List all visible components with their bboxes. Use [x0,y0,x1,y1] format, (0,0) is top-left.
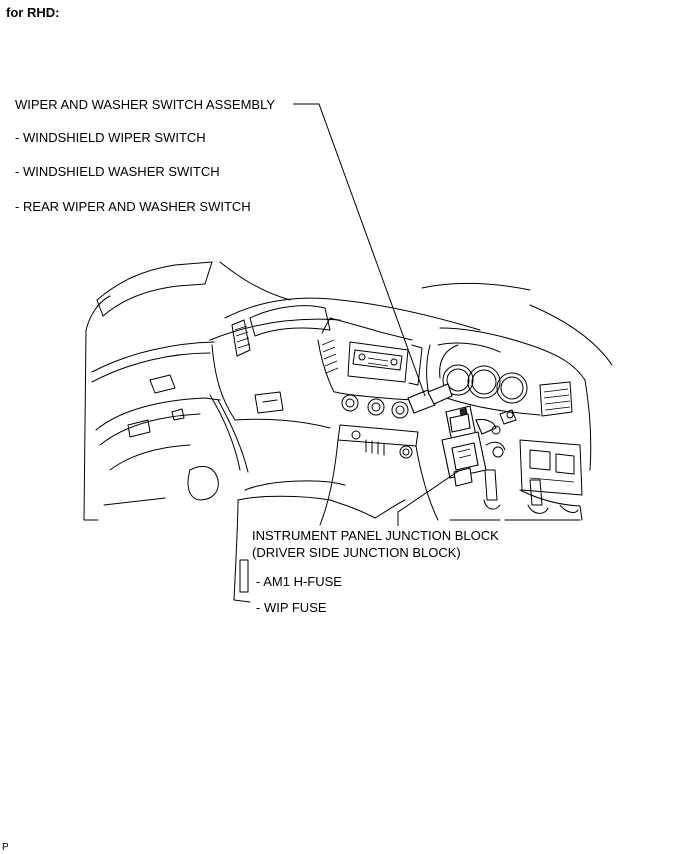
instrument-panel-junction-block [441,409,517,487]
junction-block-leader-line [397,469,461,526]
instrument-panel-junction-block-label: INSTRUMENT PANEL JUNCTION BLOCK [252,528,499,543]
lower-console [233,480,406,603]
am1-h-fuse-label: - AM1 H-FUSE [256,574,342,589]
wiper-switch-leader-line [293,103,426,397]
wiper-washer-switch-assembly-label: WIPER AND WASHER SWITCH ASSEMBLY [15,97,276,112]
driver-side-junction-block-label: (DRIVER SIDE JUNCTION BLOCK) [252,545,461,560]
pedals [449,469,581,521]
dashboard-top [209,297,481,429]
center-console [317,317,439,526]
figure-code: P [2,842,9,853]
wiper-washer-switch-assembly [407,383,501,443]
wip-fuse-label: - WIP FUSE [256,600,327,615]
a-pillar [96,261,291,317]
right-vent [519,379,592,521]
windshield-right [421,283,613,366]
windshield-wiper-switch-label: - WINDSHIELD WIPER SWITCH [15,130,206,145]
rear-wiper-washer-switch-label: - REAR WIPER AND WASHER SWITCH [15,199,251,214]
page-heading: for RHD: [6,5,60,20]
door-panel [83,295,249,521]
windshield-washer-switch-label: - WINDSHIELD WASHER SWITCH [15,164,220,179]
